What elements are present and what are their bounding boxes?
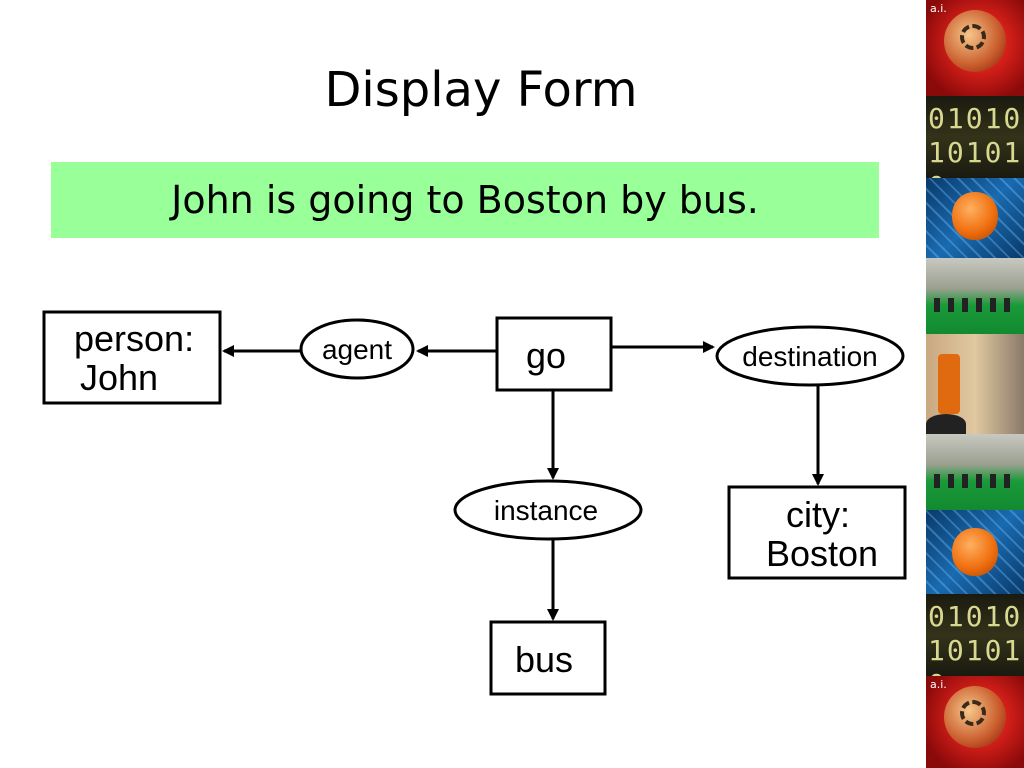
robot-human-image xyxy=(926,334,1024,434)
sentence-text: John is going to Boston by bus. xyxy=(171,178,759,222)
concept-person-referent: John xyxy=(80,357,158,398)
ai-head-image: a.i. xyxy=(926,676,1024,768)
concept-go-label: go xyxy=(526,335,566,376)
conceptual-graph: person: John agent go destination city: … xyxy=(42,310,907,696)
concept-bus: bus xyxy=(489,620,607,696)
ai-head-image: a.i. xyxy=(926,0,1024,96)
robot-soccer-field-image xyxy=(926,434,1024,510)
sentence-banner: John is going to Boston by bus. xyxy=(51,162,879,238)
ai-mark-text: a.i. xyxy=(930,678,947,691)
relation-instance: instance xyxy=(453,479,643,541)
concept-person-john: person: John xyxy=(42,310,222,405)
brain-circuit-image xyxy=(926,178,1024,258)
relation-destination: destination xyxy=(715,325,905,387)
relation-destination-label: destination xyxy=(742,341,877,372)
concept-person-type: person: xyxy=(74,318,194,359)
brain-circuit-image xyxy=(926,510,1024,594)
concept-city-referent: Boston xyxy=(766,533,878,574)
ai-mark-text: a.i. xyxy=(930,2,947,15)
relation-agent: agent xyxy=(299,318,415,380)
slide-title: Display Form xyxy=(324,62,638,118)
concept-city-boston: city: Boston xyxy=(727,485,907,580)
relation-agent-label: agent xyxy=(322,334,392,365)
concept-go: go xyxy=(495,316,613,392)
robot-soccer-field-image xyxy=(926,258,1024,334)
concept-city-type: city: xyxy=(786,494,850,535)
relation-instance-label: instance xyxy=(494,495,598,526)
concept-bus-label: bus xyxy=(515,639,573,680)
